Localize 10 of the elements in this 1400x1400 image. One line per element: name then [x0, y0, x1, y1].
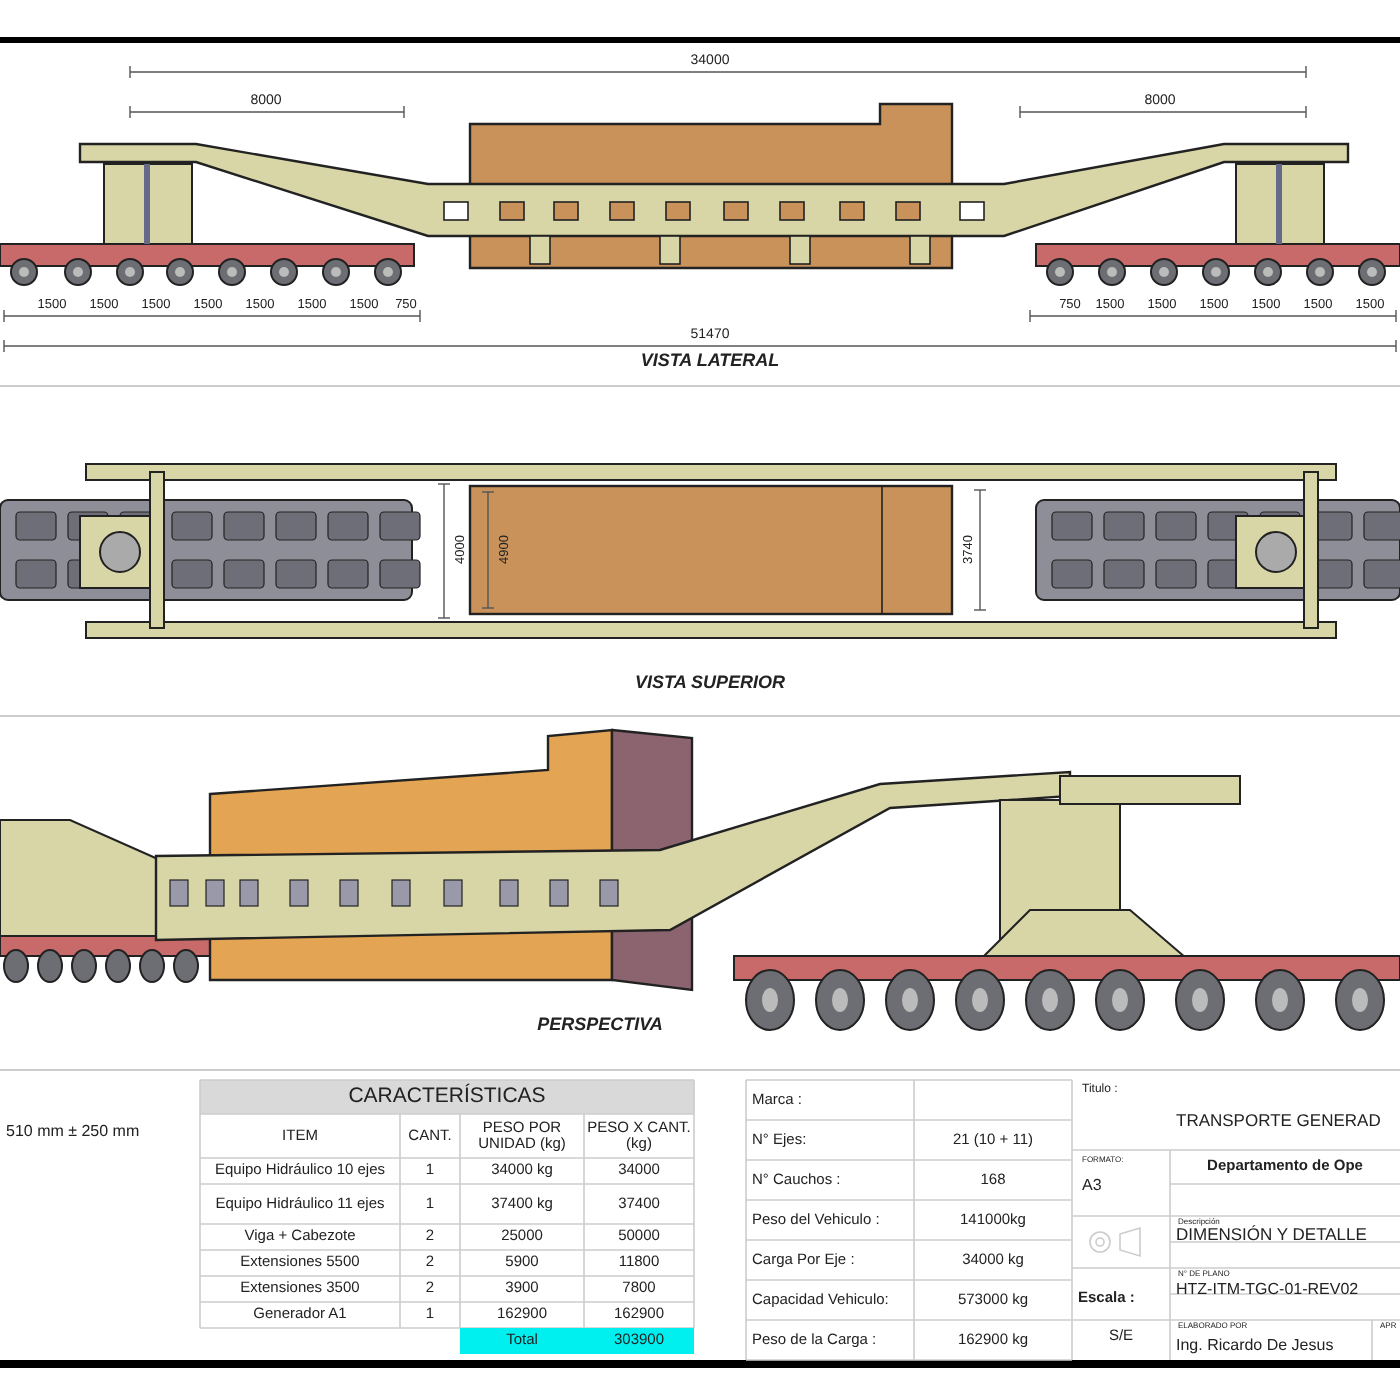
view-title: PERSPECTIVA	[535, 1014, 665, 1038]
field-value: DIMENSIÓN Y DETALLE	[1174, 1226, 1369, 1246]
view-title: VISTA LATERAL	[638, 350, 782, 374]
tolerance-note: 510 mm ± 250 mm	[4, 1120, 142, 1144]
table-title: CARACTERÍSTICAS	[346, 1081, 548, 1112]
field-value: HTZ-ITM-TGC-01-REV02	[1174, 1278, 1361, 1302]
drawing-title: TRANSPORTE GENERAD	[1174, 1108, 1383, 1135]
field-value: A3	[1080, 1173, 1104, 1198]
view-title: VISTA SUPERIOR	[632, 672, 787, 696]
field-value: Ing. Ricardo De Jesus	[1174, 1334, 1336, 1358]
